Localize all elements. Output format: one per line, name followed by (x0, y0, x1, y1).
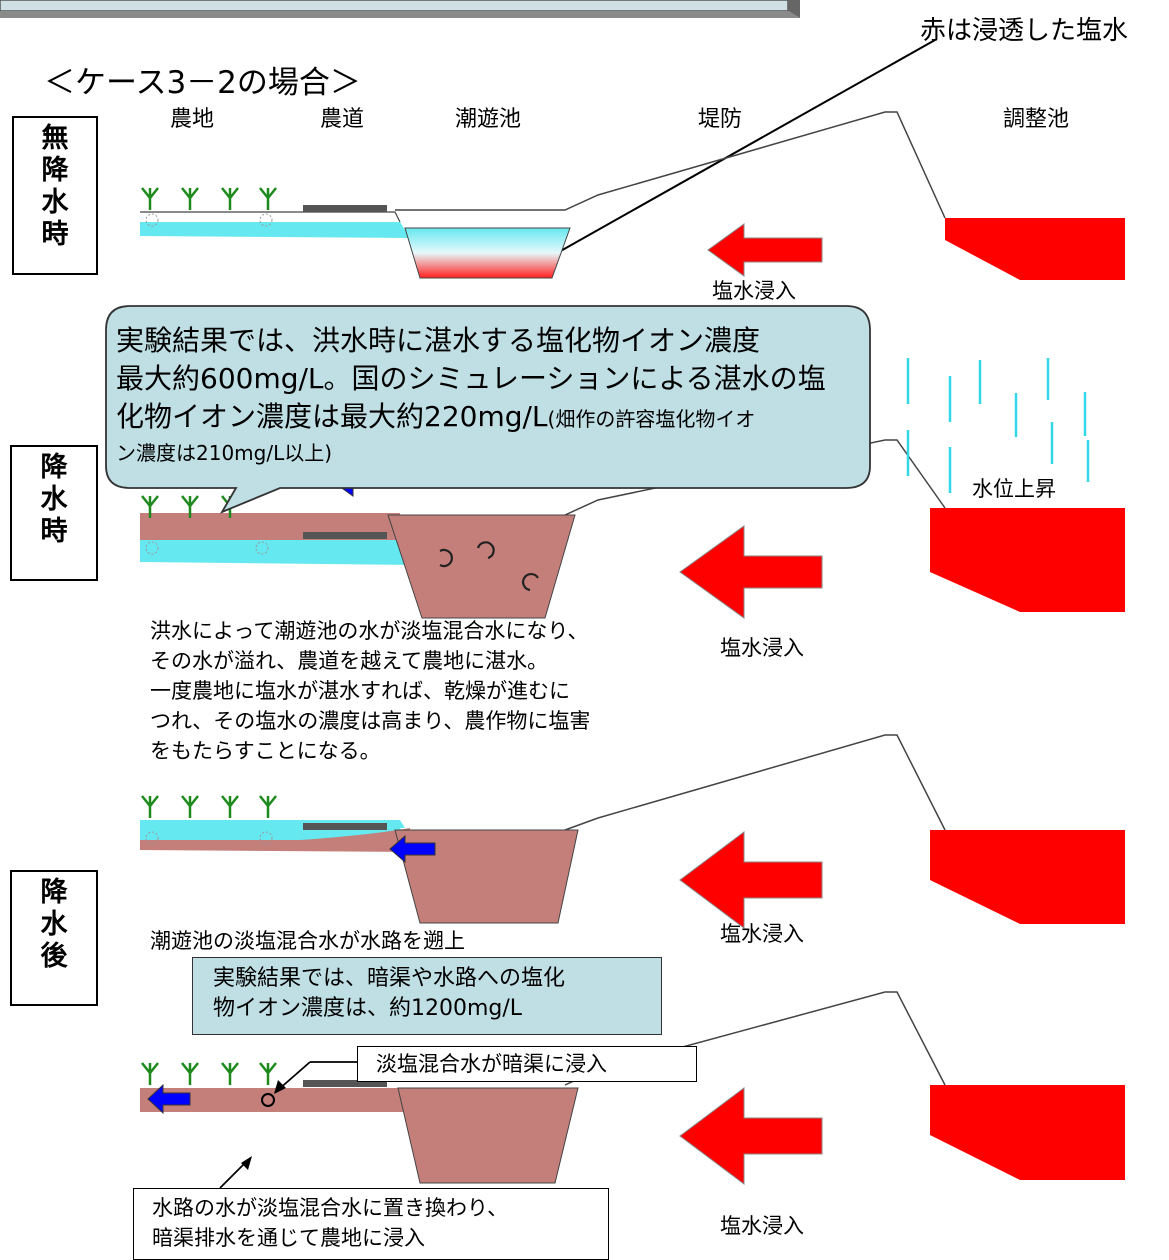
result-speech-bubble (105, 305, 871, 514)
panel-rain-backflow (140, 734, 1125, 929)
bubble-line-4: ン濃度は210mg/L以上) (116, 441, 333, 465)
side-label-rain: 降 水 時 (10, 445, 98, 581)
bubble-line-1: 実験結果では、洪水時に湛水する塩化物イオン濃度 (116, 324, 761, 357)
legend-pointer-line (533, 39, 936, 267)
panel-after-rain (140, 991, 1125, 1189)
column-label-regulating-pond: 調整池 (1003, 107, 1070, 132)
flood-description: 洪水によって潮遊池の水が淡塩混合水になり、 その水が溢れ、農道を越えて農地に湛水… (150, 619, 591, 763)
tidal-pond-water (404, 227, 571, 279)
legend-note: 赤は浸透した塩水 (920, 16, 1129, 46)
backflow-note: 潮遊池の淡塩混合水が水路を遡上 (150, 929, 465, 953)
column-label-tidal-pond: 潮遊池 (455, 107, 522, 132)
column-label-levee: 堤防 (698, 107, 743, 132)
drain-channel-water (140, 222, 410, 238)
salt-intrusion-label-3: 塩水浸入 (720, 922, 804, 946)
callout-channel-replacement: 水路の水が淡塩混合水に置き換わり、 暗渠排水を通じて農地に浸入 (133, 1188, 609, 1260)
side-label-no-rain: 無 降 水 時 (12, 116, 98, 275)
case-title: ＜ケース3－2の場合＞ (44, 65, 361, 101)
panel-rain (140, 358, 1125, 619)
side-label-after-rain: 降 水 後 (10, 870, 98, 1006)
bubble-line-3: 化物イオン濃度は最大約220mg/L(畑作の許容塩化物イオ (116, 398, 861, 438)
salt-intrusion-label-4: 塩水浸入 (720, 1214, 804, 1238)
panel-no-rain (140, 111, 1125, 280)
bubble-line-3-main: 化物イオン濃度は最大約220mg/L (116, 400, 548, 433)
callout-drain-intrusion: 淡塩混合水が暗渠に浸入 (357, 1046, 697, 1082)
bubble-line-2: 最大約600mg/L。国のシミュレーションによる湛水の塩 (116, 362, 826, 395)
water-level-rise-label: 水位上昇 (972, 477, 1056, 501)
experiment-result-box: 実験結果では、暗渠や水路への塩化 物イオン濃度は、約1200mg/L (192, 957, 662, 1035)
regulating-pond-salt-water (945, 218, 1125, 280)
bubble-text: 実験結果では、洪水時に湛水する塩化物イオン濃度 最大約600mg/L。国のシミュ… (116, 322, 861, 466)
header-banner (0, 0, 800, 18)
salt-intrusion-arrow (707, 223, 823, 277)
farm-road (303, 205, 387, 212)
column-label-farmland: 農地 (170, 107, 215, 132)
column-label-farm-road: 農道 (320, 107, 365, 132)
bubble-line-3-note: (畑作の許容塩化物イオ (547, 407, 756, 431)
salt-intrusion-label-2: 塩水浸入 (720, 636, 804, 660)
salt-intrusion-label-1: 塩水浸入 (712, 279, 796, 303)
